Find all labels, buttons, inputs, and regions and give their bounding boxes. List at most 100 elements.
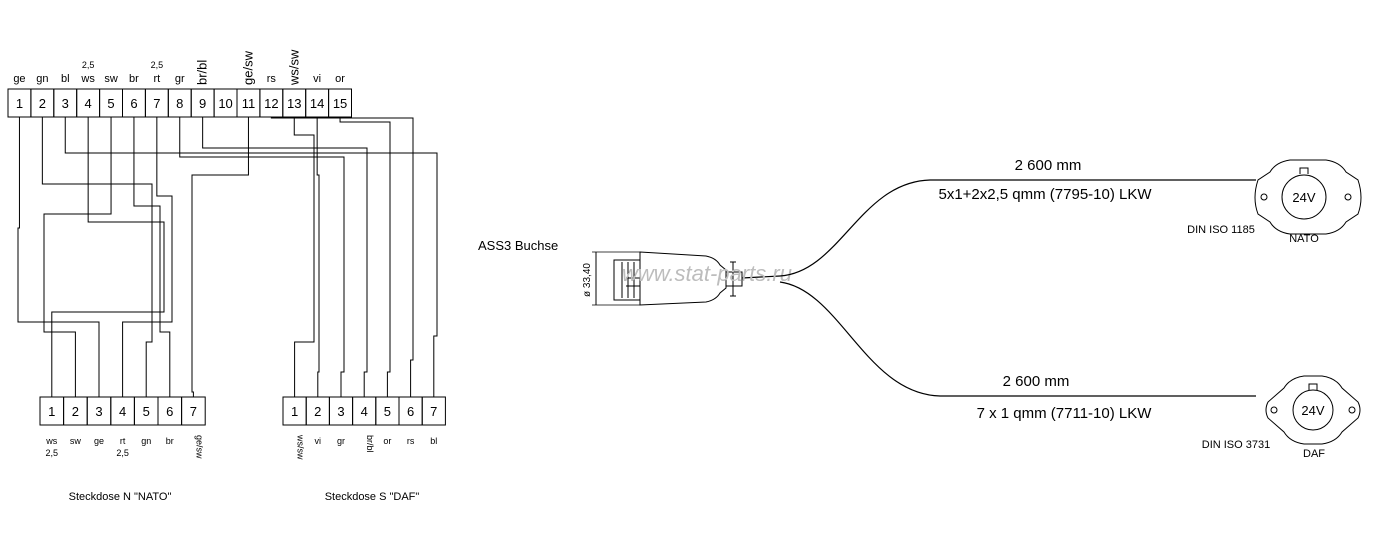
top-pin-number: 2 — [39, 96, 46, 111]
nato-pin-gauge: 2,5 — [116, 448, 129, 458]
top-pin-number: 15 — [333, 96, 347, 111]
nato-pin-number: 5 — [143, 404, 150, 419]
nato-pin-number: 7 — [190, 404, 197, 419]
daf-pin-color: ws/sw — [296, 434, 306, 460]
wire — [179, 117, 345, 397]
top-pin-number: 7 — [153, 96, 160, 111]
plug-label: ASS3 Buchse — [478, 238, 558, 253]
top-pin-number: 9 — [199, 96, 206, 111]
daf-pin-color: or — [383, 436, 391, 446]
top-pin-number: 11 — [242, 96, 256, 111]
wire — [191, 117, 249, 397]
top-pin-color: vi — [313, 73, 321, 85]
daf-pin-color: vi — [315, 436, 322, 446]
nato-pin-number: 2 — [72, 404, 79, 419]
top-pin-color: rs — [267, 73, 277, 85]
top-pin-color: gr — [175, 73, 185, 85]
cable-drawing: ASS3 Buchse ø 33,40 www.stat-parts.ru 2 … — [478, 157, 1362, 460]
top-pin-color: br — [129, 73, 139, 85]
upper-spec: 5x1+2x2,5 qmm (7795-10) LKW — [938, 186, 1152, 203]
daf-pin-number: 4 — [361, 404, 368, 419]
top-pin-color: ge/sw — [240, 50, 255, 85]
upper-cable — [779, 179, 1256, 277]
top-pin-number: 5 — [107, 96, 114, 111]
wire — [51, 117, 165, 397]
top-pin-number: 14 — [310, 96, 324, 111]
nato-pin-gauge: 2,5 — [46, 448, 59, 458]
lower-cable — [779, 281, 1256, 397]
nato-voltage: 24V — [1292, 190, 1315, 205]
wires — [17, 117, 438, 397]
nato-pin-color: sw — [70, 436, 82, 446]
wire — [202, 117, 368, 397]
top-pin-color: br/bl — [195, 60, 210, 85]
wire — [43, 117, 112, 397]
diameter-dimension: ø 33,40 — [582, 251, 640, 306]
daf-socket-icon: 24V — [1265, 375, 1361, 445]
watermark: www.stat-parts.ru — [622, 261, 792, 286]
top-pin-color: rt — [153, 73, 160, 85]
nato-pin-color: rt — [120, 436, 126, 446]
upper-standard: DIN ISO 1185 — [1187, 224, 1255, 236]
top-pin-number: 10 — [218, 96, 232, 111]
top-pin-gauge: 2,5 — [151, 60, 164, 70]
top-pin-number: 6 — [130, 96, 137, 111]
top-pin-number: 12 — [264, 96, 278, 111]
top-pin-number: 13 — [287, 96, 301, 111]
nato-pin-color: ws — [45, 436, 57, 446]
top-pin-number: 3 — [62, 96, 69, 111]
top-pin-number: 1 — [16, 96, 23, 111]
wire — [270, 117, 414, 397]
daf-pin-number: 5 — [384, 404, 391, 419]
daf-voltage: 24V — [1301, 403, 1324, 418]
nato-name: NATO — [1289, 233, 1319, 245]
top-pin-color: ge — [13, 73, 25, 85]
top-pin-gauge: 2,5 — [82, 60, 95, 70]
wire — [339, 117, 391, 397]
nato-pin-number: 6 — [166, 404, 173, 419]
daf-pin-color: rs — [407, 436, 415, 446]
daf-pin-number: 7 — [430, 404, 437, 419]
daf-pin-color: bl — [430, 436, 437, 446]
nato-pin-number: 3 — [95, 404, 102, 419]
top-pin-color: bl — [61, 73, 70, 85]
top-pin-color: sw — [104, 73, 118, 85]
nato-pin-color: br — [166, 436, 174, 446]
wire — [316, 117, 320, 397]
top-pin-color: or — [335, 73, 345, 85]
daf-pin-number: 2 — [314, 404, 321, 419]
daf-pin-number: 3 — [337, 404, 344, 419]
wire — [17, 117, 100, 397]
top-pin-color: ws — [80, 73, 95, 85]
nato-pin-color: gn — [141, 436, 151, 446]
lower-length: 2 600 mm — [1003, 373, 1070, 390]
wire — [293, 117, 315, 397]
wire — [133, 117, 171, 397]
nato-socket-caption: Steckdose N "NATO" — [69, 491, 172, 503]
diameter-label: ø 33,40 — [582, 263, 593, 297]
wire — [122, 117, 173, 397]
daf-pin-number: 6 — [407, 404, 414, 419]
upper-length: 2 600 mm — [1015, 157, 1082, 174]
nato-pin-color: ge — [94, 436, 104, 446]
daf-socket: 1 ws/sw 2 vi 3 gr 4 br/bl 5 or 6 rs 7 bl — [282, 396, 446, 460]
top-pin-color: ws/sw — [286, 49, 301, 86]
daf-pin-number: 1 — [291, 404, 298, 419]
lower-spec: 7 x 1 qmm (7711-10) LKW — [977, 405, 1153, 422]
daf-socket-caption: Steckdose S "DAF" — [325, 491, 420, 503]
nato-pin-number: 4 — [119, 404, 126, 419]
top-pin-number: 8 — [176, 96, 183, 111]
ass3-plug — [613, 251, 781, 306]
daf-pin-color: gr — [337, 436, 345, 446]
nato-pin-color: ge/sw — [194, 435, 204, 459]
lower-standard: DIN ISO 3731 — [1202, 439, 1270, 451]
top-pin-number: 4 — [85, 96, 92, 111]
daf-pin-color: br/bl — [365, 435, 375, 453]
top-pin-color: gn — [36, 73, 48, 85]
top-connector: 1 ge 2 gn 3 bl 4 ws 2,5 5 sw 6 br 7 rt 2,5 8 gr 9 br/bl 10 11… — [7, 49, 353, 118]
daf-name: DAF — [1303, 448, 1325, 460]
wire — [64, 117, 438, 397]
